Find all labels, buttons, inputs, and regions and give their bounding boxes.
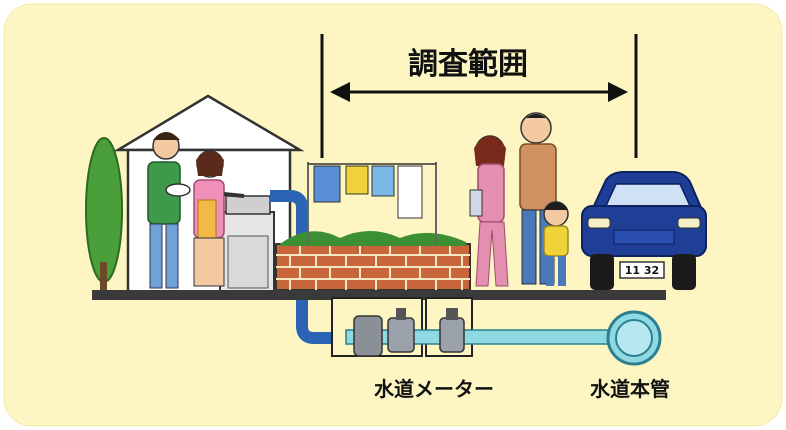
man-figure	[147, 132, 191, 289]
ground-line	[92, 290, 666, 300]
arrow-right-icon	[608, 82, 628, 102]
arrow-left-icon	[330, 82, 350, 102]
license-plate-text: 11 32	[625, 264, 659, 277]
supply-pipe	[345, 329, 617, 345]
survey-range-label: 調査範囲	[408, 47, 528, 82]
license-plate	[619, 261, 665, 279]
water-main-icon	[606, 310, 662, 366]
water-meter-icon	[353, 308, 465, 357]
laundry-icon	[307, 162, 437, 244]
woman-figure	[193, 150, 245, 287]
water-main-label: 水道本管	[590, 377, 670, 401]
survey-range-bracket	[320, 34, 638, 158]
car-icon: 11 32	[581, 171, 707, 290]
family-figures	[469, 112, 569, 287]
tree-icon	[85, 137, 123, 292]
water-meter-label: 水道メーター	[374, 377, 494, 401]
brick-wall	[275, 231, 471, 291]
